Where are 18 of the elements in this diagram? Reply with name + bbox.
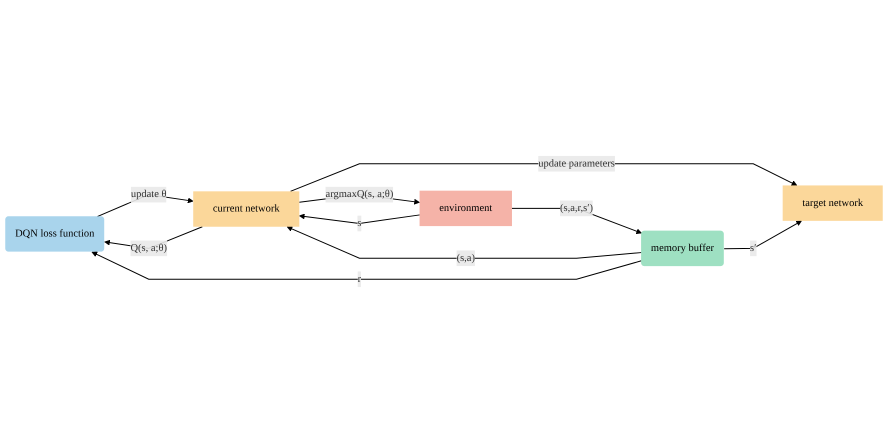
arrow	[299, 214, 420, 224]
arrow	[724, 220, 802, 250]
node-box: DQN loss function	[5, 216, 104, 252]
node-box: target network	[782, 185, 883, 221]
edge-label: r	[358, 273, 362, 284]
arrow	[92, 252, 642, 280]
node-box: memory buffer	[641, 230, 724, 266]
edge-label: s	[357, 218, 362, 229]
edge-label: (s,a,r,s′)	[560, 202, 594, 214]
edge-label: s′	[750, 242, 756, 254]
edge-label: update parameters	[538, 158, 615, 170]
arrow	[286, 226, 642, 259]
edge-label: (s,a)	[456, 252, 475, 264]
node-box: current network	[193, 191, 300, 227]
edge-label: argmaxQ(s, a;θ)	[326, 188, 394, 200]
edge-label: update θ	[130, 188, 167, 200]
edge-label: Q(s, a;θ)	[130, 242, 167, 254]
node-box: environment	[420, 190, 512, 226]
